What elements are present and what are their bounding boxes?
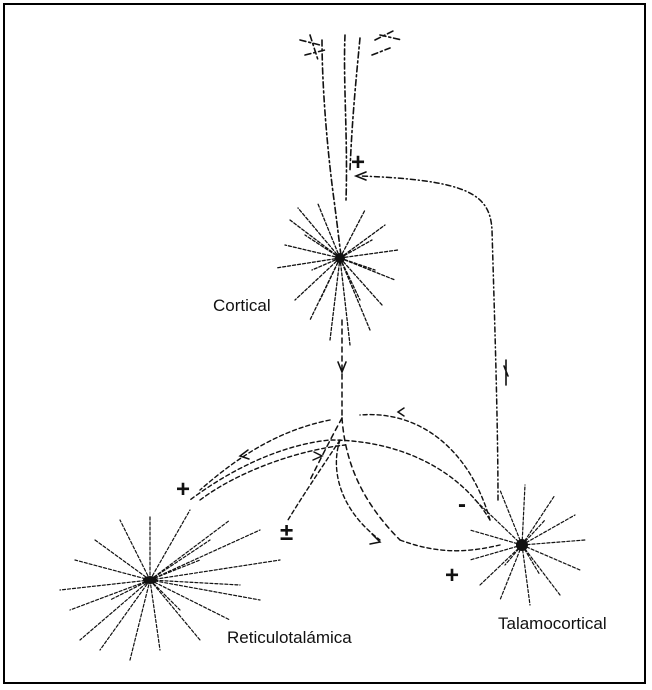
reticulothalamic-label: Reticulotalámica	[227, 628, 352, 648]
cortical-apical-dendrites	[300, 30, 402, 262]
excitatory-sign-talamo: +	[445, 562, 459, 589]
excitatory-sign-reticulo: +	[176, 476, 190, 503]
inhibitory-sign-talamo: -	[458, 491, 466, 518]
arrow-left-icon	[240, 450, 249, 459]
thalamocortical-soma	[516, 539, 528, 551]
thalamocortical-label: Talamocortical	[498, 614, 607, 634]
reticulothalamic-soma	[143, 576, 157, 584]
thalamocortical-ascending-axon	[360, 176, 498, 500]
cortical-soma	[335, 253, 345, 263]
arrow-up-icon	[504, 360, 508, 385]
excitatory-sign-cortex: +	[351, 149, 365, 176]
mixed-sign-reticulo: ±	[280, 519, 293, 546]
thalamic-loop-connections	[190, 415, 500, 551]
arrow-left-icon	[398, 408, 404, 416]
cortical-label: Cortical	[213, 296, 271, 316]
cortical-axon	[310, 320, 400, 540]
